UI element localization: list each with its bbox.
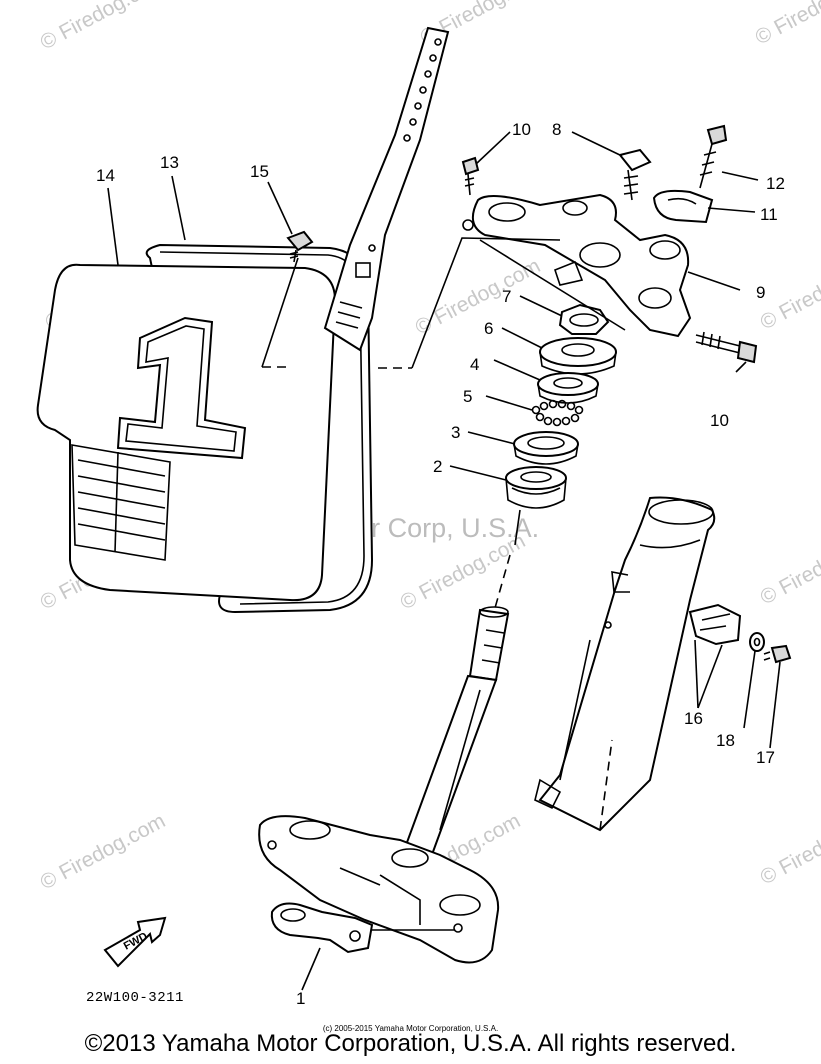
bolt-12 [699,124,728,189]
callout-11: 11 [760,205,778,224]
ball-bearings-5 [531,399,584,427]
washer-18 [749,632,765,652]
ring-nut-7 [558,303,610,335]
number-plate-strap [323,26,450,352]
bearing-3 [513,431,579,465]
diagram-code: 22W100-3211 [86,990,184,1006]
watermark-firedog: © Firedog.com [37,809,170,894]
callout-8: 8 [552,120,561,139]
callout-12: 12 [766,174,785,193]
callout-13: 13 [160,153,179,172]
bolt-10-upper [461,156,480,196]
watermark-firedog: © Firedog.com [37,0,170,54]
number-plate-14 [36,263,337,602]
leader-lines [107,131,781,991]
fork-tube [534,496,716,832]
callout-2: 2 [433,457,442,476]
assembly-lines [261,237,626,931]
bolt-8 [618,148,652,201]
callout-5: 5 [463,387,472,406]
under-bracket-1 [258,815,500,964]
cover-6 [539,337,617,375]
callout-6: 6 [484,319,493,338]
callout-10-lower: 10 [710,411,729,430]
bolt-17 [763,644,792,664]
callout-labels: 1 2 3 4 5 6 7 8 9 10 10 11 12 13 14 15 1… [96,120,785,1008]
watermark-firedog: © Firedog.com [752,0,821,49]
callout-16: 16 [684,709,703,728]
callout-15: 15 [250,162,269,181]
guide-holder-16 [688,603,742,646]
callout-7: 7 [502,287,511,306]
callout-14: 14 [96,166,115,185]
callout-9: 9 [756,283,765,302]
bearing-2 [505,466,567,509]
bearing-race-4 [537,372,599,404]
callout-17: 17 [756,748,775,767]
upper-bracket-9 [462,193,692,338]
plate-number-outline [116,316,247,460]
bolt-10-lower [695,331,758,364]
copyright-notice: ©2013 Yamaha Motor Corporation, U.S.A. A… [84,1030,737,1057]
watermark-firedog: © Firedog.com [757,804,821,889]
callout-3: 3 [451,423,460,442]
callout-10-upper: 10 [512,120,531,139]
watermark-firedog: © Firedog.com [757,249,821,334]
callout-4: 4 [470,355,479,374]
watermark-firedog: © Firedog.com [757,524,821,609]
clamp-cap-11 [652,189,714,224]
fwd-arrow: FWD [103,916,167,968]
callout-1: 1 [296,989,305,1008]
small-copyright: (c) 2005-2015 Yamaha Motor Corporation, … [322,1024,499,1033]
bracket-clamp-1 [270,902,374,954]
plate-vent-louvers [71,444,171,561]
screw-15 [286,230,314,263]
callout-18: 18 [716,731,735,750]
